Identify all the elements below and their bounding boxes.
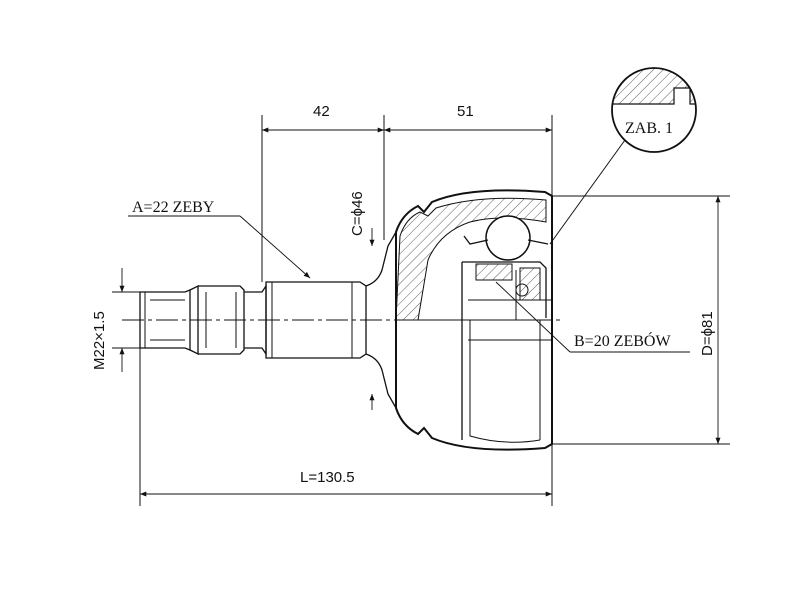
splines-b-leader [495, 281, 690, 353]
splines-a-label: A=22 ZEBY [132, 199, 215, 216]
stepped-shaft [198, 231, 397, 409]
outer-diameter-dimension [552, 195, 730, 445]
length-label: L=130.5 [300, 469, 355, 486]
outer-diameter-label: D=ϕ81 [699, 311, 716, 356]
dimension-42: 42 [313, 103, 330, 120]
bell-housing [395, 189, 553, 451]
detail-view [549, 67, 697, 245]
top-dimension-lines [261, 115, 553, 282]
thread-label: M22×1.5 [91, 311, 108, 370]
detail-label: ZAB. 1 [625, 120, 673, 137]
thread-dimension [112, 268, 140, 372]
splines-b-label: B=20 ZEBÓW [574, 331, 671, 350]
ball-bearing [485, 215, 531, 261]
dimension-51: 51 [457, 103, 474, 120]
threaded-stub [139, 284, 199, 356]
length-dimension [139, 348, 553, 506]
splines-a-leader [128, 215, 311, 279]
shaft-diameter-label: C=ϕ46 [349, 191, 366, 236]
